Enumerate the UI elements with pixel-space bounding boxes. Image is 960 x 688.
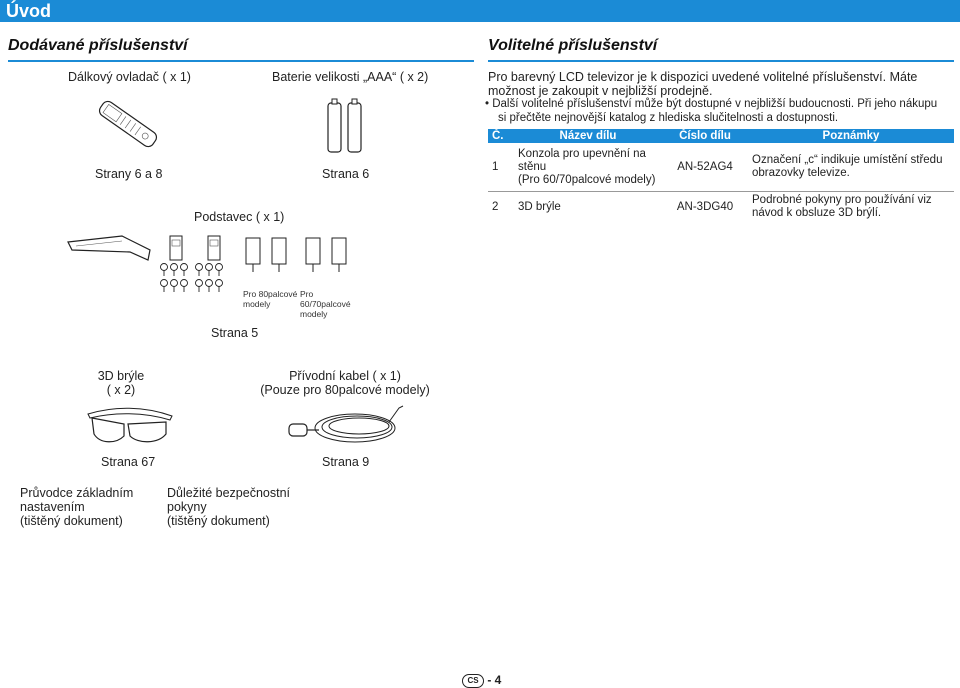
power-cable-illustration (288, 405, 404, 443)
cell-part: AN-3DG40 (676, 200, 734, 213)
stand-note-6070: Pro 60/70palcové modely (300, 289, 351, 319)
remote-page-ref: Strany 6 a 8 (95, 167, 163, 181)
optional-intro: Pro barevný LCD televizor je k dispozici… (488, 70, 918, 98)
safety-instructions-label: Důležité bezpečnostní pokyny (tištěný do… (167, 486, 290, 528)
batteries-illustration (327, 98, 362, 153)
batteries-label: Baterie velikosti „AAA“ ( x 2) (272, 70, 429, 84)
page-number: - 4 (487, 673, 502, 687)
table-row: 2 3D brýle AN-3DG40 Podrobné pokyny pro … (488, 192, 954, 223)
language-badge: CS (462, 673, 484, 688)
table-header-row: Č. Název dílu Číslo dílu Poznámky (488, 129, 954, 143)
bullet-icon: • (485, 98, 493, 110)
cell-notes: Označení „c“ indikuje umístění středu ob… (748, 143, 954, 192)
cell-part: AN-52AG4 (662, 143, 748, 192)
col-part: Číslo dílu (662, 129, 748, 143)
cell-no: 1 (488, 143, 514, 192)
supplied-heading: Dodávané příslušenství (8, 37, 188, 54)
cell-name: Konzola pro upevnění na stěnu (Pro 60/70… (514, 143, 662, 192)
3d-glasses-illustration (87, 407, 173, 443)
col-name: Název dílu (514, 129, 662, 143)
stand-page-ref: Strana 5 (211, 326, 259, 340)
cell-notes: Podrobné pokyny pro používání viz návod … (752, 194, 932, 219)
table-row: 1 Konzola pro upevnění na stěnu (Pro 60/… (488, 143, 954, 192)
stand-label: Podstavec ( x 1) (194, 210, 285, 224)
header-bar: Úvod (0, 0, 960, 22)
page-footer: CS - 4 (462, 673, 501, 688)
glasses-label: 3D brýle ( x 2) (97, 369, 145, 397)
col-no: Č. (488, 129, 514, 143)
stand-illustration (67, 235, 347, 292)
glasses-page-ref: Strana 67 (101, 455, 156, 469)
optional-parts-table: Č. Název dílu Číslo dílu Poznámky 1 Konz… (488, 129, 954, 222)
optional-heading: Volitelné příslušenství (488, 37, 658, 54)
cable-page-ref: Strana 9 (322, 455, 370, 469)
supplied-heading-rule (8, 60, 474, 62)
optional-bullet: • Další volitelné příslušenství může být… (485, 98, 938, 124)
page-title: Úvod (6, 1, 51, 21)
remote-label: Dálkový ovladač ( x 1) (68, 70, 191, 84)
col-notes: Poznámky (748, 129, 954, 143)
cell-name: 3D brýle (518, 200, 561, 213)
setup-guide-label: Průvodce základním nastavením (tištěný d… (20, 486, 134, 528)
stand-note-80: Pro 80palcové modely (243, 289, 298, 309)
batteries-page-ref: Strana 6 (322, 167, 370, 181)
optional-heading-rule (488, 60, 954, 62)
cable-label: Přívodní kabel ( x 1) (Pouze pro 80palco… (260, 369, 430, 397)
cell-no: 2 (492, 200, 499, 213)
remote-control-illustration (98, 100, 158, 148)
